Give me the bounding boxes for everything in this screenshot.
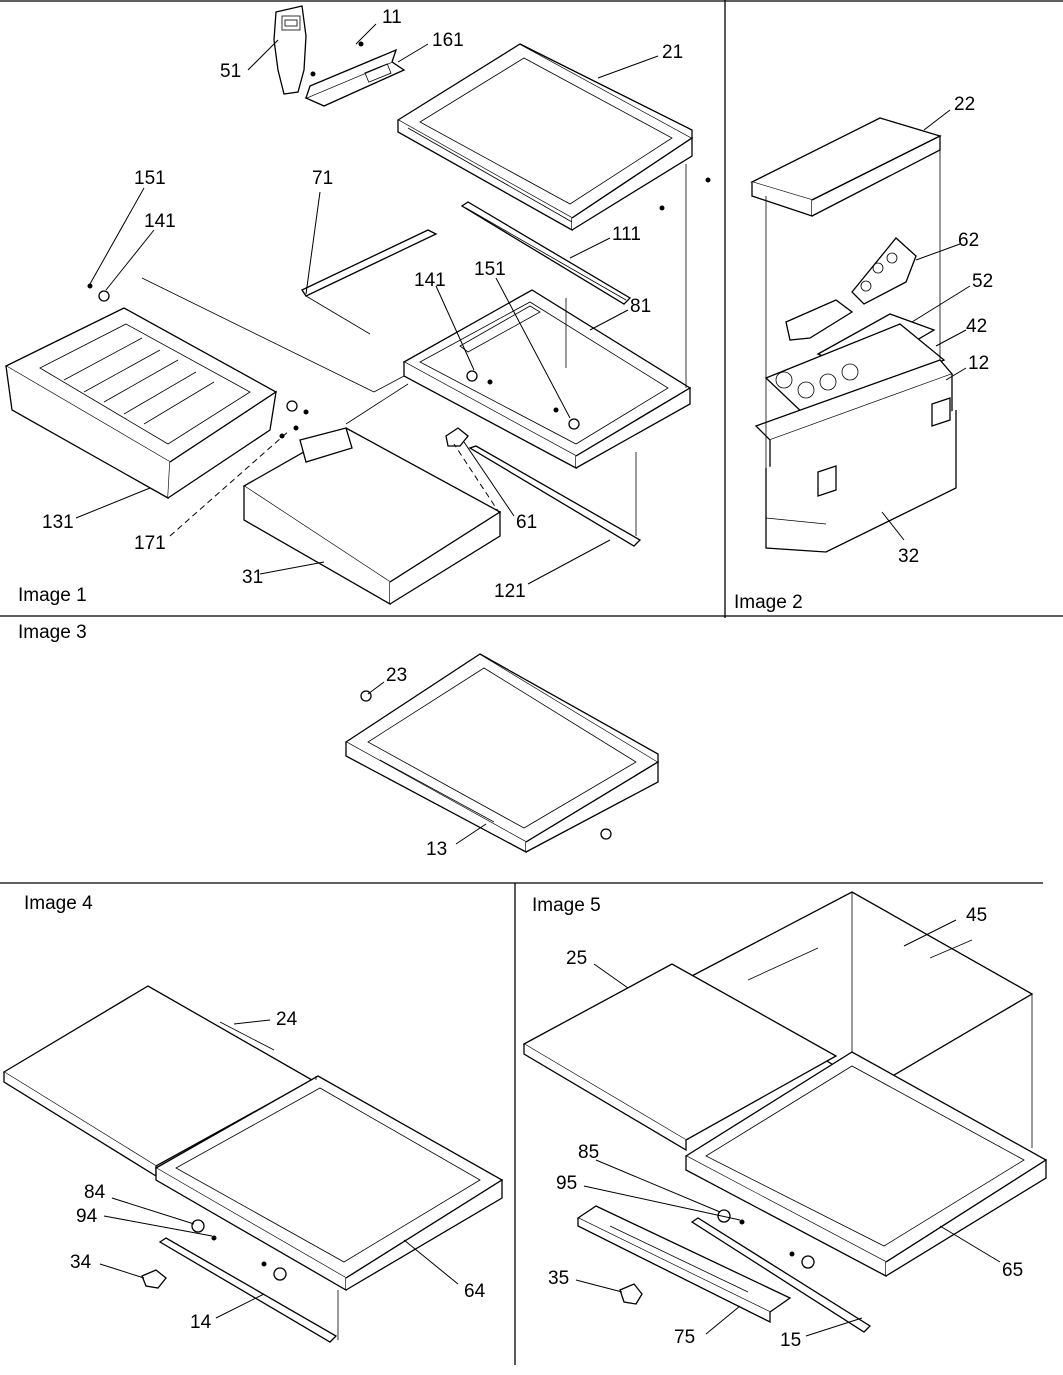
callout-image4-84: 84 — [84, 1182, 106, 1203]
panel-label-image3: Image 3 — [18, 622, 87, 643]
callout-image2-22: 22 — [954, 94, 975, 115]
part-161-bracket — [304, 48, 406, 107]
part-64-frame — [154, 1075, 504, 1292]
callout-image1-121: 121 — [494, 581, 526, 602]
part-111-rail — [460, 201, 632, 305]
callout-image1-141b: 141 — [414, 270, 446, 291]
callout-image1-21: 21 — [662, 42, 683, 63]
part-42-egg-tray — [764, 323, 946, 417]
part-15-rail — [690, 1217, 872, 1333]
callout-image5-65: 65 — [1002, 1260, 1023, 1281]
callout-image1-151b: 151 — [474, 259, 506, 280]
part-62-egg-holder — [851, 237, 917, 305]
image5-drawing — [522, 891, 1048, 1333]
image1-drawing — [4, 5, 711, 606]
callout-image4-24: 24 — [276, 1009, 298, 1030]
part-75-cover — [576, 1205, 792, 1324]
part-31-pan — [242, 427, 502, 606]
panel-label-image4: Image 4 — [24, 893, 93, 914]
callout-image2-42: 42 — [966, 316, 987, 337]
part-81-frame — [402, 289, 692, 470]
panel-labels: Image 1 Image 2 Image 3 Image 4 Image 5 — [18, 585, 803, 916]
part-51-handle — [273, 5, 307, 95]
callout-image1-141a: 141 — [144, 211, 176, 232]
part-35-clip — [619, 1283, 643, 1305]
part-71-cover — [301, 229, 438, 335]
part-22-top-cover — [750, 117, 942, 217]
callout-image5-85: 85 — [578, 1142, 599, 1163]
part-24-glass — [2, 985, 314, 1178]
callout-image1-51: 51 — [220, 61, 241, 82]
callout-image1-131: 131 — [42, 512, 74, 533]
callout-image1-111: 111 — [612, 224, 641, 245]
part-34-clip — [141, 1269, 167, 1289]
callout-image5-35: 35 — [548, 1268, 569, 1289]
callouts: 11 161 51 21 151 141 71 111 141 151 81 1… — [42, 7, 1023, 1351]
callout-image5-95: 95 — [556, 1173, 577, 1194]
callout-image1-61: 61 — [516, 512, 537, 533]
callout-image3-23: 23 — [386, 665, 407, 686]
callout-image1-171: 171 — [134, 533, 166, 554]
panel-label-image5: Image 5 — [532, 895, 601, 916]
callout-image3-13: 13 — [426, 839, 447, 860]
image3-drawing — [344, 653, 660, 854]
callout-image1-31: 31 — [242, 567, 263, 588]
part-131-crisper — [4, 307, 278, 500]
callout-image2-12: 12 — [968, 353, 989, 374]
part-25-glass — [522, 963, 838, 1152]
part-61-clip — [445, 427, 469, 447]
part-13-shelf — [344, 653, 660, 854]
callout-image4-94: 94 — [76, 1206, 98, 1227]
callout-image2-32: 32 — [898, 546, 919, 567]
callout-image2-52: 52 — [972, 271, 993, 292]
callout-image5-25: 25 — [566, 948, 587, 969]
callout-image4-34: 34 — [70, 1252, 92, 1273]
part-121-rail — [468, 445, 642, 547]
part-21-shelf — [396, 43, 694, 232]
part-32-bin — [765, 397, 957, 553]
callout-image1-81: 81 — [630, 296, 651, 317]
callout-image5-45: 45 — [966, 905, 987, 926]
callout-image1-151a: 151 — [134, 168, 166, 189]
panel-label-image1: Image 1 — [18, 585, 87, 606]
callout-image2-62: 62 — [958, 230, 979, 251]
callout-image4-64: 64 — [464, 1281, 486, 1302]
callout-image5-15: 15 — [780, 1330, 801, 1351]
callout-image4-14: 14 — [190, 1312, 212, 1333]
callout-image1-11: 11 — [382, 7, 402, 28]
leader-lines — [75, 23, 1001, 1337]
callout-image5-75: 75 — [674, 1327, 695, 1348]
callout-image1-71: 71 — [312, 168, 333, 189]
part-65-frame — [684, 1051, 1048, 1278]
image2-drawing — [750, 117, 957, 553]
callout-image1-161: 161 — [432, 30, 464, 51]
part-14-rail — [158, 1237, 338, 1343]
image4-drawing — [2, 985, 504, 1343]
panel-label-image2: Image 2 — [734, 592, 803, 613]
